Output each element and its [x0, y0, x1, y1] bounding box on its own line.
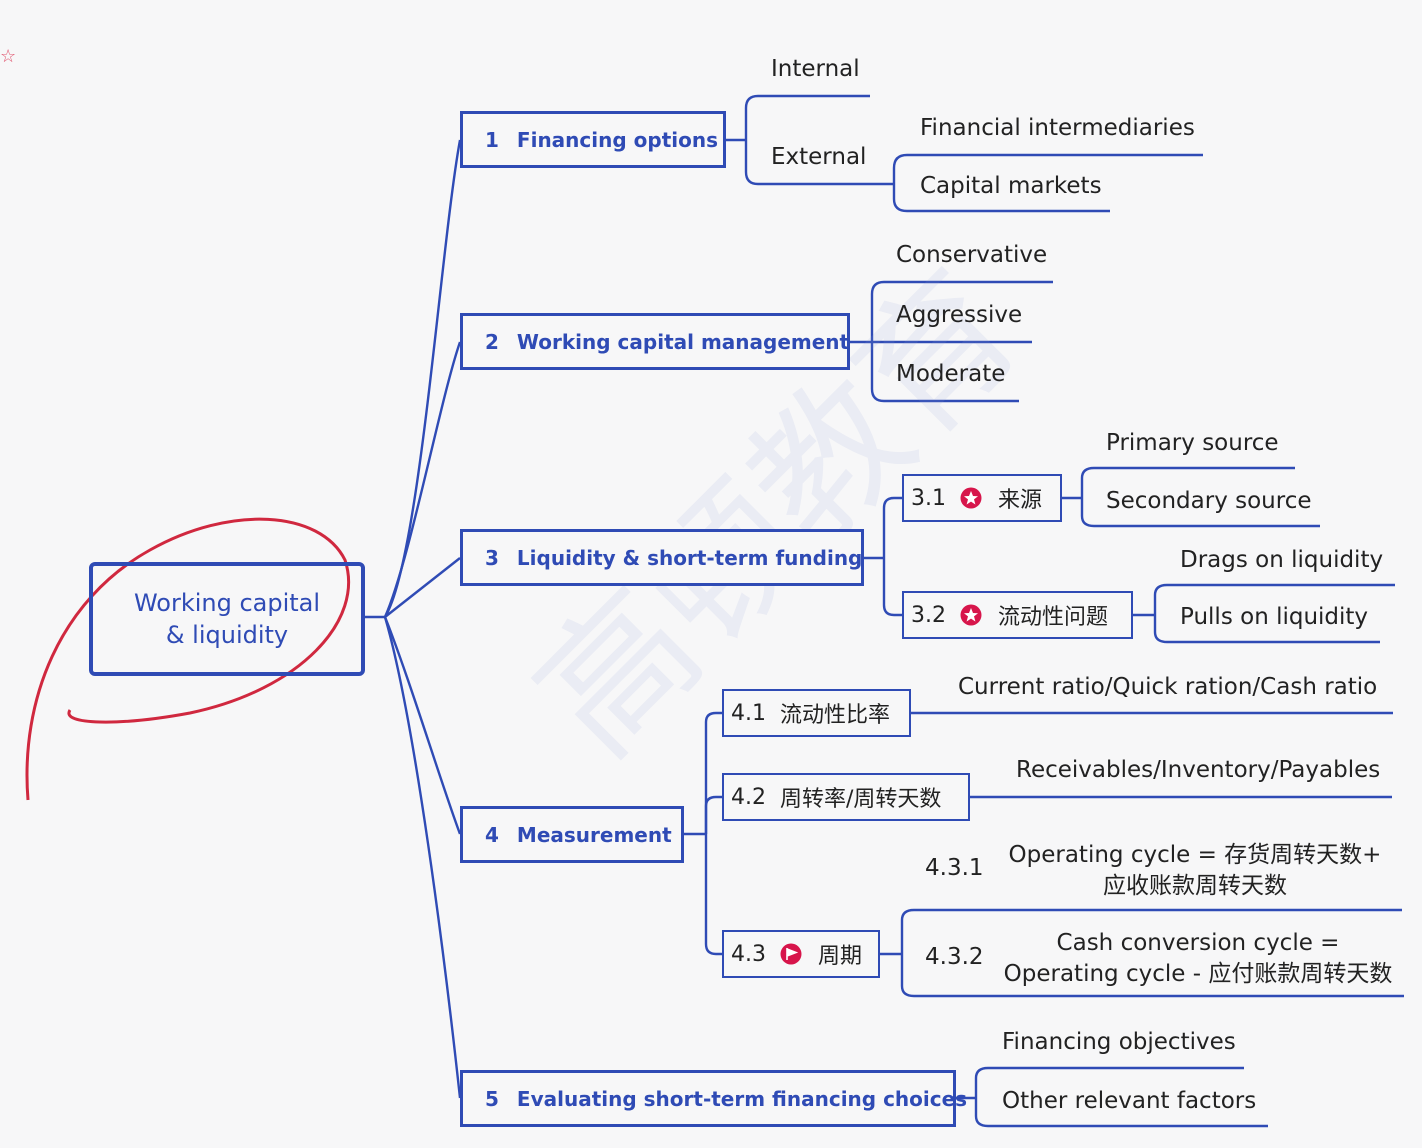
leaf-internal[interactable]: Internal [771, 56, 860, 82]
subnode-4-1[interactable]: 4.1 流动性比率 [722, 689, 911, 737]
branch-number: 3 [485, 545, 499, 570]
leaf-moderate[interactable]: Moderate [896, 361, 1006, 387]
star-badge-icon [960, 487, 982, 509]
subnode-3-2[interactable]: 3.2 流动性问题 [902, 591, 1133, 639]
subnode-label: 流动性比率 [780, 703, 891, 728]
star-badge-icon [960, 604, 982, 626]
subnode-3-1[interactable]: 3.1 来源 [902, 474, 1062, 522]
branch-working-capital-management[interactable]: 2 Working capital management [460, 313, 850, 370]
leaf-aggressive[interactable]: Aggressive [896, 302, 1023, 328]
branch-label: Financing options [516, 127, 718, 152]
subnode-number: 4.3 [731, 941, 766, 967]
branch-label: Liquidity & short-term funding [516, 545, 863, 570]
branch-number: 5 [485, 1086, 499, 1111]
root-label-line1: Working capital [133, 589, 321, 617]
leaf-secondary-source[interactable]: Secondary source [1106, 488, 1312, 514]
star-icon: ☆ [0, 46, 17, 67]
root-label-line2: & liquidity [165, 621, 289, 649]
branch-label: Measurement [516, 822, 672, 847]
operating-cycle-line2: 应收账款周转天数 [1103, 873, 1287, 899]
leaf-external[interactable]: External [771, 144, 867, 170]
root-label: Working capital & liquidity [134, 587, 320, 651]
subnode-4-3-1-number: 4.3.1 [925, 855, 984, 881]
flag-badge-icon [780, 943, 802, 965]
branch-financing-options[interactable]: 1 Financing options [460, 111, 726, 168]
leaf-operating-cycle[interactable]: Operating cycle = 存货周转天数+ 应收账款周转天数 [1005, 840, 1385, 902]
subnode-label: 来源 [998, 488, 1043, 513]
subnode-number: 3.2 [911, 602, 946, 628]
root-node[interactable]: Working capital & liquidity [89, 562, 365, 676]
subnode-number: 4.1 [731, 700, 766, 726]
subnode-label: 流动性问题 [998, 605, 1109, 630]
leaf-cash-conversion-cycle[interactable]: Cash conversion cycle = Operating cycle … [993, 928, 1403, 990]
cash-conversion-line2: Operating cycle - 应付账款周转天数 [1003, 961, 1393, 987]
branch-liquidity-short-term-funding[interactable]: 3 Liquidity & short-term funding [460, 529, 864, 586]
subnode-4-3[interactable]: 4.3 周期 [722, 930, 880, 978]
subnode-4-2[interactable]: 4.2 周转率/周转天数 [722, 773, 970, 821]
subnode-number: 3.1 [911, 485, 946, 511]
operating-cycle-line1: Operating cycle = 存货周转天数+ [1008, 842, 1382, 868]
leaf-drags-on-liquidity[interactable]: Drags on liquidity [1180, 547, 1384, 573]
branch-number: 2 [485, 329, 499, 354]
subnode-4-3-2-number: 4.3.2 [925, 944, 984, 970]
leaf-capital-markets[interactable]: Capital markets [920, 173, 1102, 199]
branch-label: Evaluating short-term financing choices [516, 1086, 968, 1111]
leaf-turnover[interactable]: Receivables/Inventory/Payables [1016, 757, 1381, 783]
leaf-ratios[interactable]: Current ratio/Quick ration/Cash ratio [958, 674, 1378, 700]
leaf-financing-objectives[interactable]: Financing objectives [1002, 1029, 1236, 1055]
cash-conversion-line1: Cash conversion cycle = [1056, 930, 1340, 956]
branch-evaluating-short-term-financing[interactable]: 5 Evaluating short-term financing choice… [460, 1070, 967, 1127]
leaf-financial-intermediaries[interactable]: Financial intermediaries [920, 115, 1195, 141]
subnode-label: 周转率/周转天数 [780, 787, 942, 812]
leaf-conservative[interactable]: Conservative [896, 242, 1048, 268]
leaf-other-relevant-factors[interactable]: Other relevant factors [1002, 1088, 1257, 1114]
leaf-primary-source[interactable]: Primary source [1106, 430, 1279, 456]
branch-number: 4 [485, 822, 499, 847]
branch-measurement[interactable]: 4 Measurement [460, 806, 684, 863]
leaf-pulls-on-liquidity[interactable]: Pulls on liquidity [1180, 604, 1369, 630]
subnode-number: 4.2 [731, 784, 766, 810]
branch-number: 1 [485, 127, 499, 152]
subnode-label: 周期 [818, 944, 863, 969]
branch-label: Working capital management [516, 329, 850, 354]
